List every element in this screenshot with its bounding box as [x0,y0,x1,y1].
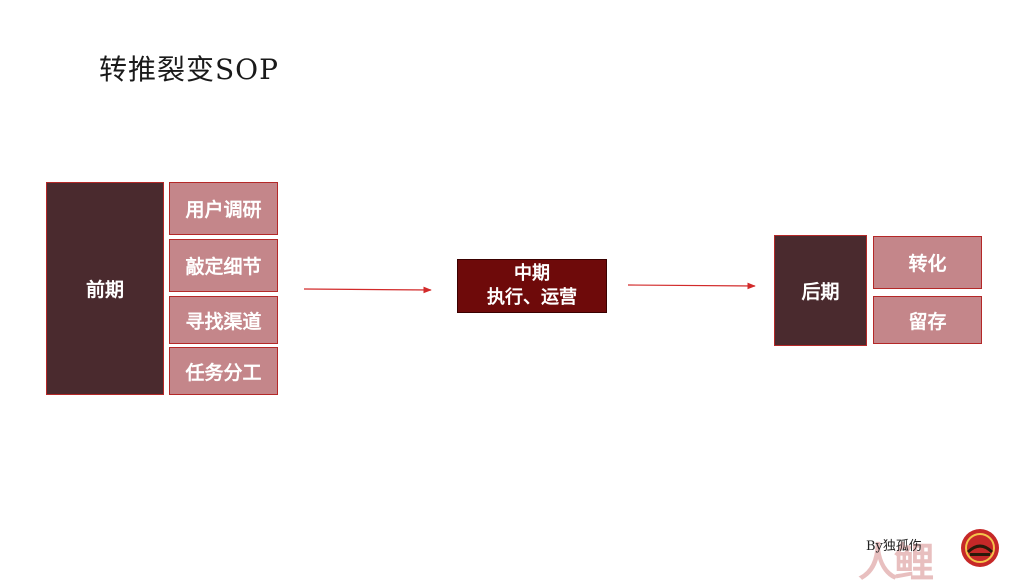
stage-middle: 中期 执行、运营 [457,259,607,313]
stage-late: 后期 [774,235,867,346]
page-title: 转推裂变SOP [99,53,279,86]
early-step-3: 寻找渠道 [169,296,278,344]
author-byline: By独孤伤 [866,539,922,554]
stage-middle-sublabel: 执行、运营 [487,287,577,308]
late-step-1: 转化 [873,236,982,289]
early-step-4: 任务分工 [169,347,278,395]
arrow-early-to-middle [303,286,432,294]
late-step-2: 留存 [873,296,982,344]
early-step-1: 用户调研 [169,182,278,235]
stage-middle-label: 中期 [514,263,550,284]
arrow-middle-to-late [627,282,756,290]
stage-early: 前期 [46,182,164,395]
early-step-2: 敲定细节 [169,239,278,292]
red-circle-logo-icon [961,529,999,567]
